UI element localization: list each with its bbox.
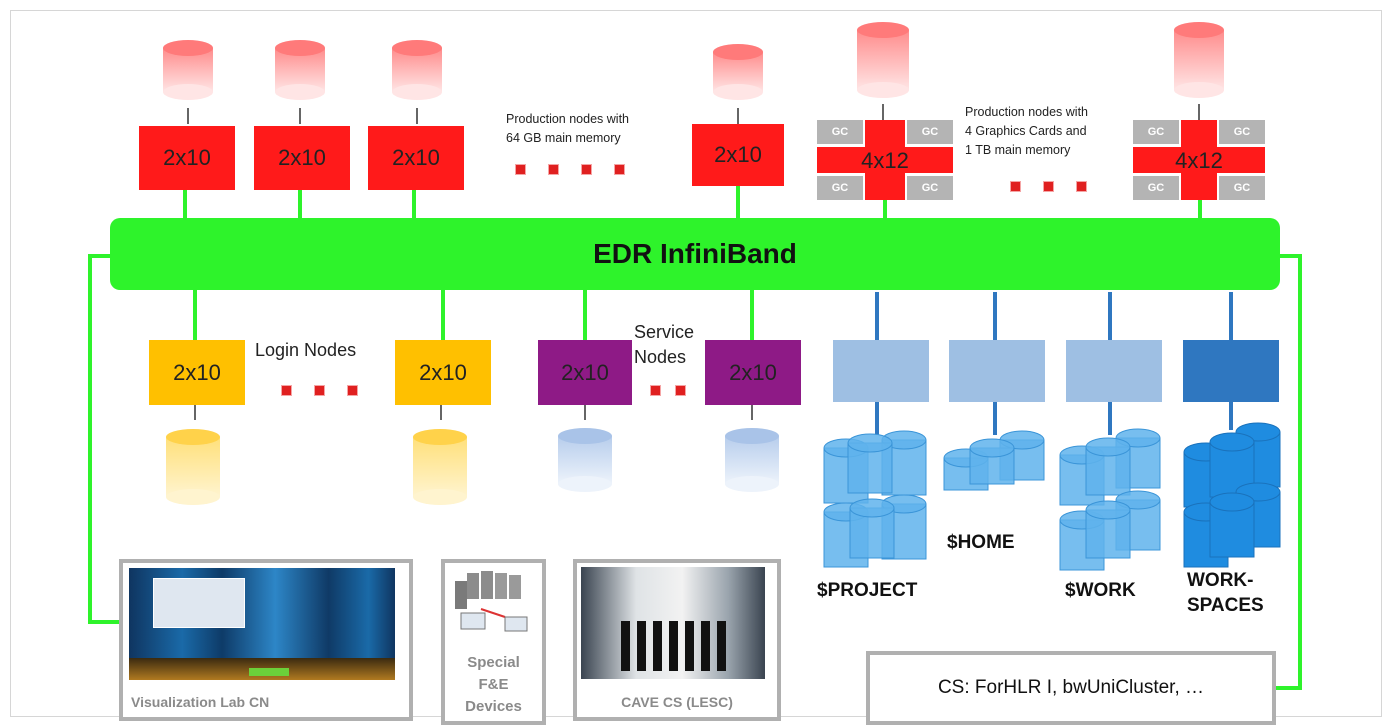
note-line: 1 TB main memory	[965, 143, 1071, 157]
storage-server-work	[1066, 340, 1162, 402]
login-node-label: 2x10	[173, 359, 221, 385]
ellipsis-dots-icon	[281, 385, 358, 396]
gc-label: GC	[907, 120, 953, 144]
compute-node-label: 2x10	[163, 145, 211, 170]
people-silhouettes-icon	[621, 621, 731, 671]
computer-devices-icon	[455, 571, 528, 632]
compute-node-label: 2x10	[392, 145, 440, 170]
storage-label-project: $PROJECT	[817, 580, 918, 601]
storage-label-line: WORK-	[1187, 570, 1254, 591]
disk-cluster-work-icon	[1059, 428, 1161, 571]
ellipsis-dots-icon	[515, 164, 625, 175]
compute-node-3: 2x10	[368, 126, 464, 190]
gc-label: GC	[1133, 120, 1179, 144]
ellipsis-dots-icon	[1010, 181, 1087, 192]
login-node-label: 2x10	[419, 359, 467, 385]
login-node-1: 2x10	[149, 340, 245, 405]
cave-caption: CAVE CS (LESC)	[577, 687, 777, 717]
login-node-2: 2x10	[395, 340, 491, 405]
service-node-label: 2x10	[729, 359, 777, 385]
gc-label: GC	[817, 176, 863, 200]
disk-icon-5	[857, 22, 909, 98]
disk-icon-service-2	[725, 428, 779, 492]
gc-label: GC	[817, 120, 863, 144]
visualization-lab-caption: Visualization Lab CN	[123, 687, 409, 717]
disk-cluster-project-icon	[823, 430, 927, 568]
note-line: 64 GB main memory	[506, 131, 621, 145]
special-devices-panel: Special F&E Devices	[441, 559, 546, 725]
visualization-lab-panel: Visualization Lab CN	[119, 559, 413, 721]
ellipsis-dots-icon	[650, 385, 686, 396]
infiniband-label: EDR InfiniBand	[593, 238, 797, 269]
storage-server-workspaces	[1183, 340, 1279, 402]
special-devices-caption: Special F&E Devices	[445, 649, 542, 721]
service-node-1: 2x10	[538, 340, 632, 405]
special-devices-line: F&E	[478, 676, 509, 693]
infiniband-bus: EDR InfiniBand	[110, 218, 1280, 290]
disk-cluster-home-icon	[943, 430, 1045, 491]
gpu-node-label: 4x12	[1175, 148, 1223, 173]
cs-cluster-box: CS: ForHLR I, bwUniCluster, …	[866, 651, 1276, 725]
visualization-lab-photo	[129, 568, 395, 680]
disk-icon-3	[392, 40, 442, 100]
gc-label: GC	[1133, 176, 1179, 200]
stage-light-icon	[249, 668, 289, 676]
storage-label-home: $HOME	[947, 532, 1015, 553]
login-nodes-label: Login Nodes	[255, 340, 357, 360]
compute-node-label: 2x10	[278, 145, 326, 170]
gc-label: GC	[1219, 176, 1265, 200]
compute-node-4: 2x10	[692, 124, 784, 186]
disk-icon-2	[275, 40, 325, 100]
storage-label-line: SPACES	[1187, 595, 1264, 616]
compute-node-label: 2x10	[714, 142, 762, 167]
service-label-line: Service	[634, 322, 695, 342]
service-nodes-label: Service Nodes	[634, 320, 694, 370]
storage-label-workspaces: WORK- SPACES	[1187, 568, 1264, 618]
disk-icon-login-1	[166, 429, 220, 505]
storage-label-work: $WORK	[1065, 580, 1136, 601]
note-line: Production nodes with	[506, 112, 629, 126]
note-production-64gb: Production nodes with 64 GB main memory	[506, 110, 686, 148]
disk-icon-login-2	[413, 429, 467, 505]
gpu-node-2: GC GC GC GC 4x12	[1133, 120, 1265, 200]
disk-icon-6	[1174, 22, 1224, 98]
gpu-node-label: 4x12	[861, 148, 909, 173]
screen-slide-icon	[153, 578, 245, 628]
cave-photo	[581, 567, 765, 679]
gc-label: GC	[1219, 120, 1265, 144]
gc-label: GC	[907, 176, 953, 200]
storage-server-home	[949, 340, 1045, 402]
service-node-2: 2x10	[705, 340, 801, 405]
special-devices-line: Devices	[465, 698, 522, 715]
service-label-line: Nodes	[634, 347, 687, 367]
disk-icon-4	[713, 44, 763, 100]
compute-node-1: 2x10	[139, 126, 235, 190]
storage-server-project	[833, 340, 929, 402]
cs-cluster-label: CS: ForHLR I, bwUniCluster, …	[937, 677, 1205, 698]
note-line: Production nodes with	[965, 105, 1088, 119]
cave-panel: CAVE CS (LESC)	[573, 559, 781, 721]
disk-cluster-workspaces-icon	[1183, 422, 1281, 568]
note-production-gpu: Production nodes with 4 Graphics Cards a…	[965, 103, 1135, 160]
compute-node-2: 2x10	[254, 126, 350, 190]
service-node-label: 2x10	[561, 359, 609, 385]
disk-icon-service-1	[558, 428, 612, 492]
disk-icon-1	[163, 40, 213, 100]
special-devices-line: Special	[467, 654, 520, 671]
gpu-node-1: GC GC GC GC 4x12	[817, 120, 953, 200]
note-line: 4 Graphics Cards and	[965, 124, 1087, 138]
